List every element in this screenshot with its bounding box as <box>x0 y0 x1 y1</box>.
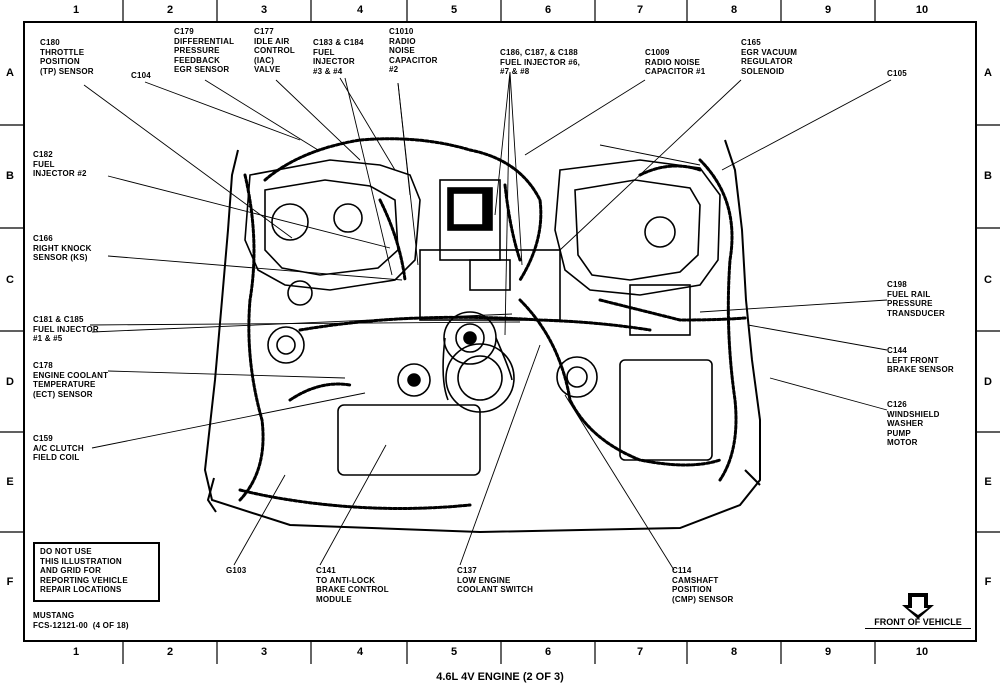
callout-c178: C178 ENGINE COOLANT TEMPERATURE (ECT) SE… <box>33 361 109 399</box>
grid-row-left-B: B <box>6 170 14 182</box>
grid-col-bottom-9: 9 <box>824 646 832 658</box>
grid-col-bottom-2: 2 <box>166 646 174 658</box>
callout-c159: C159 A/C CLUTCH FIELD COIL <box>33 434 84 462</box>
callout-c141: C141 TO ANTI-LOCK BRAKE CONTROL MODULE <box>316 566 389 604</box>
callout-c186: C186, C187, & C188 FUEL INJECTOR #6, #7 … <box>500 48 581 76</box>
front-arrow-icon <box>902 593 934 619</box>
notice-box: DO NOT USE THIS ILLUSTRATION AND GRID FO… <box>33 542 160 602</box>
callout-c105: C105 <box>887 69 907 78</box>
reference-text: MUSTANG FCS-12121-00 (4 OF 18) <box>33 611 129 630</box>
grid-col-top-9: 9 <box>824 4 832 16</box>
grid-row-right-B: B <box>984 170 992 182</box>
diagram-title: 4.6L 4V ENGINE (2 OF 3) <box>436 671 564 683</box>
grid-col-bottom-5: 5 <box>450 646 458 658</box>
callout-c183: C183 & C184 FUEL INJECTOR #3 & #4 <box>313 38 364 76</box>
grid-row-left-D: D <box>6 376 14 388</box>
grid-col-bottom-7: 7 <box>636 646 644 658</box>
callout-c166: C166 RIGHT KNOCK SENSOR (KS) <box>33 234 92 262</box>
grid-col-bottom-6: 6 <box>544 646 552 658</box>
front-of-vehicle-label: FRONT OF VEHICLE <box>865 617 971 629</box>
grid-row-right-D: D <box>984 376 992 388</box>
callout-c177: C177 IDLE AIR CONTROL (IAC) VALVE <box>254 27 295 74</box>
grid-col-top-8: 8 <box>730 4 738 16</box>
grid-col-top-6: 6 <box>544 4 552 16</box>
grid-col-top-7: 7 <box>636 4 644 16</box>
callout-c137: C137 LOW ENGINE COOLANT SWITCH <box>457 566 534 594</box>
callout-c144: C144 LEFT FRONT BRAKE SENSOR <box>887 346 954 374</box>
grid-row-left-E: E <box>6 476 14 488</box>
grid-row-right-C: C <box>984 274 992 286</box>
grid-row-right-F: F <box>984 576 992 588</box>
grid-col-top-1: 1 <box>72 4 80 16</box>
grid-col-top-3: 3 <box>260 4 268 16</box>
grid-col-bottom-4: 4 <box>356 646 364 658</box>
callout-c1010: C1010 RADIO NOISE CAPACITOR #2 <box>389 27 438 74</box>
grid-col-top-5: 5 <box>450 4 458 16</box>
callout-c182: C182 FUEL INJECTOR #2 <box>33 150 87 178</box>
grid-row-left-C: C <box>6 274 14 286</box>
callout-c179: C179 DIFFERENTIAL PRESSURE FEEDBACK EGR … <box>174 27 235 74</box>
callout-c180: C180 THROTTLE POSITION (TP) SENSOR <box>40 38 94 76</box>
grid-col-bottom-10: 10 <box>915 646 929 658</box>
grid-row-right-A: A <box>984 67 992 79</box>
callout-c165: C165 EGR VACUUM REGULATOR SOLENOID <box>741 38 798 76</box>
grid-col-bottom-8: 8 <box>730 646 738 658</box>
grid-col-bottom-3: 3 <box>260 646 268 658</box>
callout-c198: C198 FUEL RAIL PRESSURE TRANSDUCER <box>887 280 945 318</box>
grid-col-top-10: 10 <box>915 4 929 16</box>
callout-c104: C104 <box>131 71 151 80</box>
grid-row-left-A: A <box>6 67 14 79</box>
grid-col-top-2: 2 <box>166 4 174 16</box>
callout-c181: C181 & C185 FUEL INJECTOR #1 & #5 <box>33 315 99 343</box>
callout-c1009: C1009 RADIO NOISE CAPACITOR #1 <box>645 48 706 76</box>
callout-c126: C126 WINDSHIELD WASHER PUMP MOTOR <box>887 400 940 447</box>
callout-g103: G103 <box>226 566 247 575</box>
grid-col-top-4: 4 <box>356 4 364 16</box>
grid-row-right-E: E <box>984 476 992 488</box>
grid-col-bottom-1: 1 <box>72 646 80 658</box>
callout-c114: C114 CAMSHAFT POSITION (CMP) SENSOR <box>672 566 734 604</box>
grid-row-left-F: F <box>6 576 14 588</box>
notice-text: DO NOT USE THIS ILLUSTRATION AND GRID FO… <box>40 547 128 594</box>
